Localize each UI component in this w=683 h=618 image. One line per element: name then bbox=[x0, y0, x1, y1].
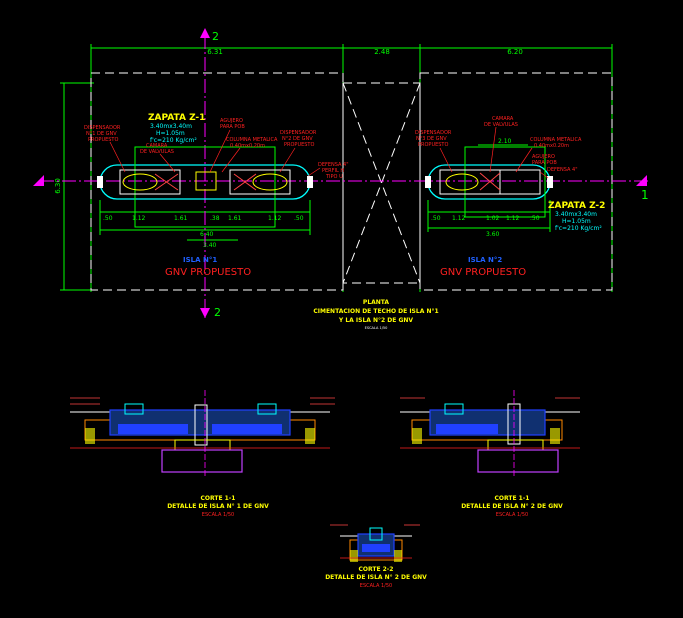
svg-text:PROPUESTO: PROPUESTO bbox=[284, 142, 314, 148]
island-1-plan bbox=[97, 146, 313, 228]
island-2-plan bbox=[425, 146, 553, 218]
svg-text:PARA POB: PARA POB bbox=[532, 160, 557, 166]
axis-lines bbox=[40, 35, 650, 320]
svg-text:PERFIL H: PERFIL H bbox=[322, 168, 344, 174]
island-2-name: ISLA N°2 bbox=[468, 256, 502, 264]
axis-label-top: 2 bbox=[212, 30, 219, 43]
svg-text:DISPENSADOR: DISPENSADOR bbox=[84, 125, 121, 131]
island-1-annotations: DISPENSADOR N°1 DE GNV PROPUESTO CAMARA … bbox=[84, 118, 349, 180]
axis-label-right: 1 bbox=[641, 188, 649, 202]
section-1-scale: ESCALA 1/50 bbox=[202, 512, 234, 518]
svg-text:3.40: 3.40 bbox=[203, 242, 217, 249]
svg-text:1.12: 1.12 bbox=[132, 215, 146, 222]
island-2-subtitle: GNV PROPUESTO bbox=[440, 267, 526, 278]
svg-text:0.40mx0.20m: 0.40mx0.20m bbox=[534, 143, 569, 149]
plan-subtitle-1: CIMENTACION DE TECHO DE ISLA N°1 bbox=[313, 308, 438, 315]
svg-text:COLUMNA METALICA: COLUMNA METALICA bbox=[530, 137, 582, 143]
axis-label-bottom: 2 bbox=[214, 306, 221, 319]
footing-z1-title: ZAPATA Z-1 bbox=[148, 113, 205, 123]
svg-text:CAMARA: CAMARA bbox=[492, 116, 514, 122]
svg-text:AGUJERO: AGUJERO bbox=[220, 118, 243, 124]
svg-text:.50: .50 bbox=[103, 215, 113, 222]
svg-text:TIPO U: TIPO U bbox=[325, 174, 343, 180]
svg-text:1.12: 1.12 bbox=[506, 215, 520, 222]
svg-text:3.60: 3.60 bbox=[486, 231, 500, 238]
plan-scale: ESCALA 1/50 bbox=[365, 326, 388, 330]
section-3-subtitle: DETALLE DE ISLA N° 2 DE GNV bbox=[325, 574, 427, 581]
section-3-title: CORTE 2-2 bbox=[359, 566, 394, 573]
footing-z2-title: ZAPATA Z-2 bbox=[548, 201, 605, 211]
svg-text:PROPUESTO: PROPUESTO bbox=[88, 137, 118, 143]
section-3-drawing bbox=[330, 524, 420, 562]
svg-text:N°1 DE GNV: N°1 DE GNV bbox=[86, 131, 117, 137]
dim-top-2: 2.48 bbox=[374, 48, 390, 56]
svg-text:DEFENSA 4": DEFENSA 4" bbox=[318, 162, 349, 168]
svg-text:N°2 DE GNV: N°2 DE GNV bbox=[282, 136, 313, 142]
svg-text:1.61: 1.61 bbox=[228, 215, 242, 222]
svg-text:6.40: 6.40 bbox=[200, 231, 214, 238]
axis-marker-left-icon bbox=[33, 175, 44, 186]
svg-text:CAMARA: CAMARA bbox=[146, 143, 168, 149]
footing-z2-spec-3: f'c=210 Kg/cm² bbox=[555, 225, 602, 232]
footing-z1-spec-1: 3.40mx3.40m bbox=[150, 123, 192, 130]
island-1-name: ISLA N°1 bbox=[183, 256, 217, 264]
svg-text:1.02: 1.02 bbox=[486, 215, 500, 222]
section-2-subtitle: DETALLE DE ISLA N° 2 DE GNV bbox=[461, 503, 563, 510]
svg-text:.50: .50 bbox=[530, 215, 540, 222]
svg-text:AGUJERO: AGUJERO bbox=[532, 154, 555, 160]
svg-text:.50: .50 bbox=[431, 215, 441, 222]
island-1-subtitle: GNV PROPUESTO bbox=[165, 267, 251, 278]
svg-text:.50: .50 bbox=[294, 215, 304, 222]
section-2-scale: ESCALA 1/50 bbox=[496, 512, 528, 518]
footing-z1 bbox=[134, 146, 276, 228]
island-1-dim-texts: .50 1.12 1.61 .38 1.61 1.12 .50 6.40 3.4… bbox=[103, 215, 304, 249]
island-2-annotations: CAMARA DE VALVULAS COLUMNA METALICA 0.40… bbox=[415, 116, 582, 173]
footing-z1-spec-3: f'c=210 Kg/cm² bbox=[150, 137, 197, 144]
svg-text:2.10: 2.10 bbox=[498, 138, 512, 145]
svg-text:1.61: 1.61 bbox=[174, 215, 188, 222]
axis-marker-bottom-icon bbox=[200, 308, 210, 318]
island-2-leaders bbox=[439, 126, 549, 179]
svg-text:PARA POB: PARA POB bbox=[220, 124, 245, 130]
svg-text:DEFENSA 4": DEFENSA 4" bbox=[547, 167, 578, 173]
axis-marker-right-icon bbox=[636, 175, 647, 186]
svg-text:DISPENSADOR: DISPENSADOR bbox=[415, 130, 452, 136]
plan-subtitle-2: Y LA ISLA N°2 DE GNV bbox=[338, 317, 413, 324]
svg-text:1.12: 1.12 bbox=[452, 215, 466, 222]
footing-z2-spec-1: 3.40mx3.40m bbox=[555, 211, 597, 218]
section-2-title: CORTE 1-1 bbox=[495, 495, 530, 502]
island-1-valve-chamber bbox=[195, 171, 217, 191]
svg-text:PROPUESTO: PROPUESTO bbox=[418, 142, 448, 148]
section-3-scale: ESCALA 1/50 bbox=[360, 583, 392, 589]
svg-text:DE VALVULAS: DE VALVULAS bbox=[140, 149, 174, 155]
axis-marker-top-icon bbox=[200, 28, 210, 38]
section-1-title: CORTE 1-1 bbox=[201, 495, 236, 502]
svg-text:0.40mx0.20m: 0.40mx0.20m bbox=[230, 143, 265, 149]
svg-text:.38: .38 bbox=[210, 215, 220, 222]
svg-text:DISPENSADOR: DISPENSADOR bbox=[280, 130, 317, 136]
dim-top-3: 6.20 bbox=[507, 48, 523, 56]
island-2-dim-texts: 2.10 .50 1.12 1.02 1.12 .50 3.60 bbox=[431, 138, 540, 238]
section-1-subtitle: DETALLE DE ISLA N° 1 DE GNV bbox=[167, 503, 269, 510]
section-1-drawing bbox=[70, 390, 335, 476]
footing-z1-spec-2: H=1.05m bbox=[156, 130, 185, 137]
svg-text:DE VALVULAS: DE VALVULAS bbox=[484, 122, 518, 128]
plan-title: PLANTA bbox=[363, 299, 390, 306]
section-2-drawing bbox=[400, 390, 580, 476]
svg-text:N°3 DE GNV: N°3 DE GNV bbox=[416, 136, 447, 142]
dim-left: 6.30 bbox=[54, 178, 62, 194]
svg-text:COLUMNA METALICA: COLUMNA METALICA bbox=[226, 137, 278, 143]
footing-z2-spec-2: H=1.05m bbox=[562, 218, 591, 225]
island-1-leaders bbox=[109, 129, 321, 177]
dim-top-1: 6.31 bbox=[207, 48, 223, 56]
footing-z2 bbox=[464, 146, 546, 218]
svg-text:1.12: 1.12 bbox=[268, 215, 282, 222]
